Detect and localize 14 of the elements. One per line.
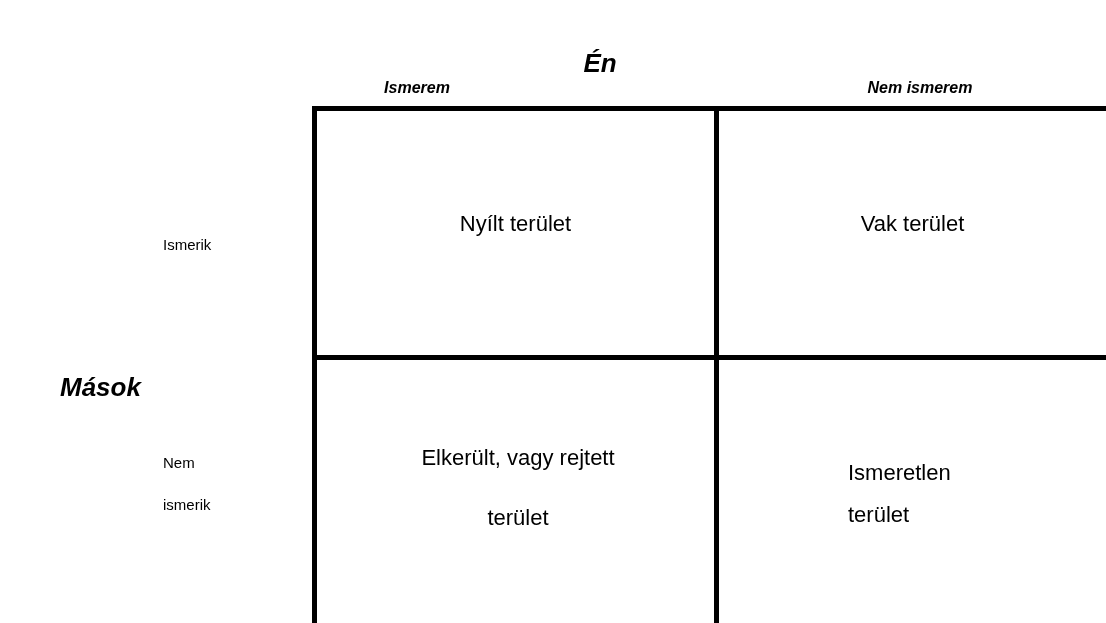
axis-title: Én	[582, 47, 618, 80]
axis-label: Nem ismerik	[163, 453, 212, 515]
quadrant-label: Nyílt terület	[458, 210, 573, 238]
quadrant-cell	[312, 355, 714, 623]
quadrant-label: Elkerült, vagy rejtett terület	[420, 444, 616, 532]
axis-label: Ismerik	[163, 235, 213, 255]
quadrant-cell	[714, 106, 1106, 355]
axis-label: Nem ismerem	[866, 78, 974, 98]
axis-title: Mások	[60, 371, 143, 404]
axis-label: Ismerem	[383, 78, 451, 98]
quadrant-cell	[312, 106, 714, 355]
quadrant-cell	[714, 355, 1106, 623]
quadrant-label: Vak terület	[859, 210, 966, 238]
quadrant-label: Ismeretlen terület	[848, 459, 952, 529]
